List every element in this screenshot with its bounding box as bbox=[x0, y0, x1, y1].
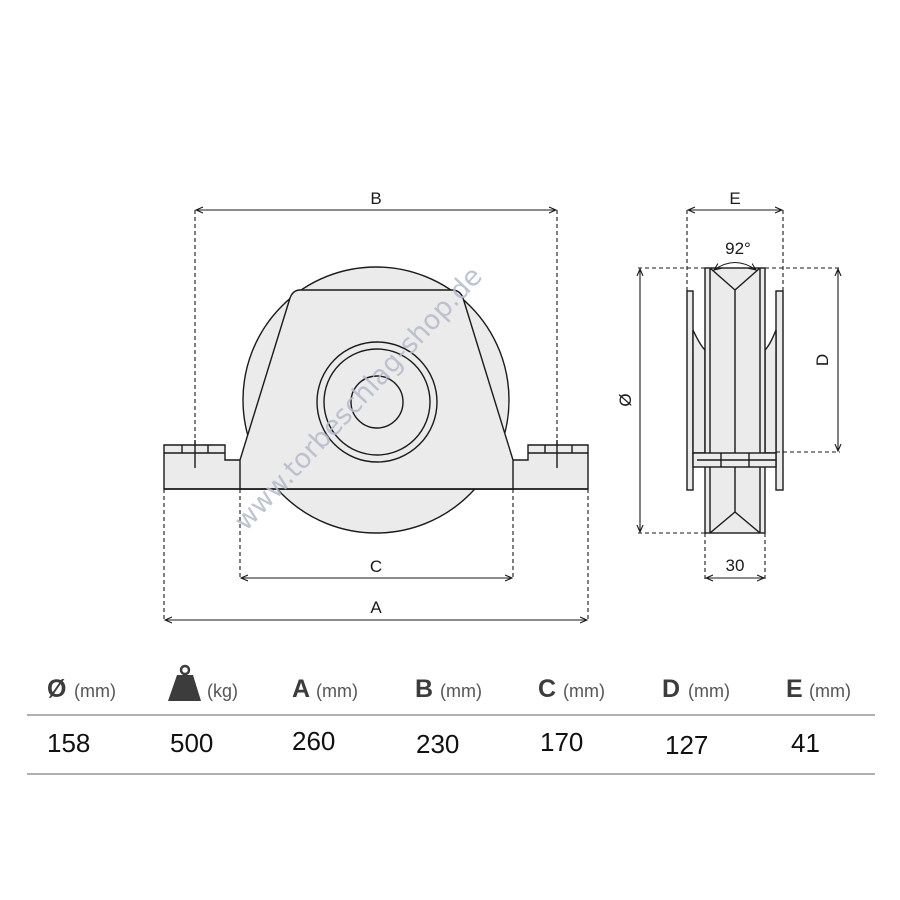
value-diameter: 158 bbox=[47, 728, 90, 758]
angle-arc bbox=[714, 261, 756, 271]
label-c: C bbox=[370, 557, 382, 576]
label-angle: 92° bbox=[725, 239, 751, 258]
bracket-plate-right bbox=[775, 290, 784, 491]
svg-text:A: A bbox=[292, 675, 310, 703]
svg-text:D: D bbox=[662, 675, 680, 703]
value-e: 41 bbox=[791, 728, 820, 758]
svg-text:(mm): (mm) bbox=[316, 681, 358, 701]
axle bbox=[692, 452, 777, 468]
value-a: 260 bbox=[292, 726, 335, 756]
label-e: E bbox=[729, 189, 740, 208]
weight-icon bbox=[168, 664, 201, 701]
value-d: 127 bbox=[665, 730, 708, 760]
spec-table: Ø (mm) (kg) A (mm) B (mm) C (mm) D (mm) … bbox=[27, 664, 875, 775]
header-b: B (mm) bbox=[415, 675, 482, 703]
svg-text:(mm): (mm) bbox=[440, 681, 482, 701]
hub bbox=[350, 375, 404, 429]
header-a: A (mm) bbox=[292, 675, 358, 703]
label-a: A bbox=[370, 598, 382, 617]
label-b: B bbox=[370, 189, 381, 208]
front-view: B C A bbox=[163, 189, 589, 622]
bracket-plate-left bbox=[686, 290, 694, 491]
label-diameter: Ø bbox=[616, 393, 635, 406]
header-diameter: Ø (mm) bbox=[47, 675, 116, 703]
svg-text:Ø: Ø bbox=[47, 675, 66, 703]
value-weight: 500 bbox=[170, 728, 213, 758]
svg-text:(mm): (mm) bbox=[688, 681, 730, 701]
header-c: C (mm) bbox=[538, 675, 605, 703]
label-width: 30 bbox=[726, 556, 745, 575]
header-weight: (kg) bbox=[168, 664, 238, 701]
side-view: E 92° Ø D 30 bbox=[616, 189, 840, 580]
svg-text:(mm): (mm) bbox=[563, 681, 605, 701]
svg-text:B: B bbox=[415, 675, 433, 703]
bearing-outer-ring bbox=[316, 341, 438, 463]
svg-text:C: C bbox=[538, 675, 556, 703]
svg-text:(mm): (mm) bbox=[809, 681, 851, 701]
value-c: 170 bbox=[540, 727, 583, 757]
svg-text:E: E bbox=[786, 675, 803, 703]
value-b: 230 bbox=[416, 729, 459, 759]
header-d: D (mm) bbox=[662, 675, 730, 703]
svg-text:(kg): (kg) bbox=[207, 681, 238, 701]
label-d: D bbox=[813, 354, 832, 366]
bearing-inner-ring bbox=[323, 348, 431, 456]
header-e: E (mm) bbox=[786, 675, 851, 703]
svg-text:(mm): (mm) bbox=[74, 681, 116, 701]
